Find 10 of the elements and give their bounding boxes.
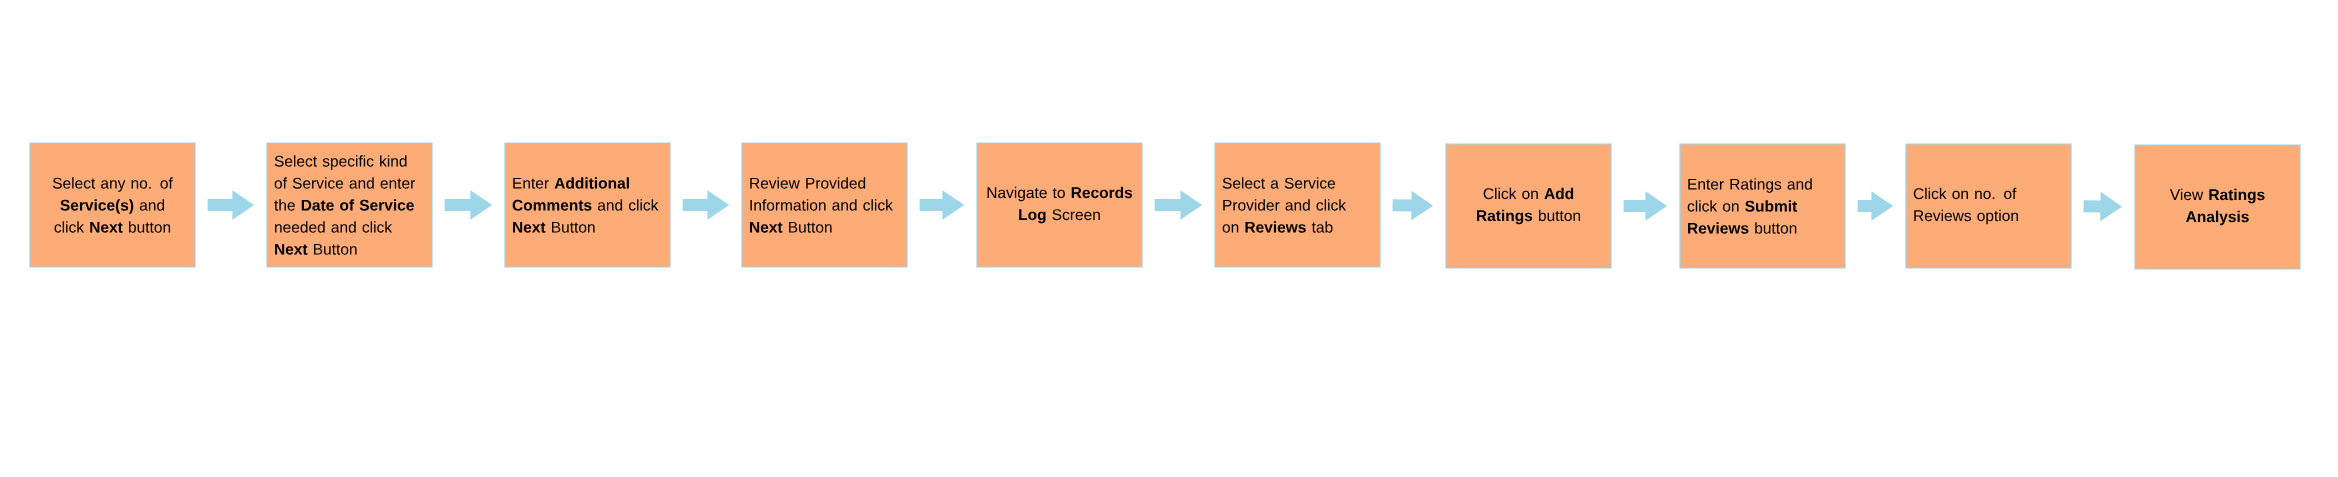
process-box: Select specific kind of Service and enter the Date of Service needed and click Next Button [266, 142, 433, 268]
process-box: Enter Ratings and click on Submit Reviews button [1679, 143, 1846, 269]
process-box: Select a Service Provider and click on Reviews tab [1214, 142, 1381, 268]
process-box: Click on Add Ratings button [1445, 143, 1612, 269]
process-box: Navigate to Records Log Screen [976, 142, 1143, 268]
process-box: View Ratings Analysis [2134, 144, 2301, 270]
process-box: Review Provided Information and click Next Button [741, 142, 908, 268]
process-box: Enter Additional Comments and click Next Button [504, 142, 671, 268]
process-box: Click on no. of Reviews option [1905, 143, 2072, 269]
process-box: Select any no. of Service(s) and click Next button [29, 142, 196, 268]
